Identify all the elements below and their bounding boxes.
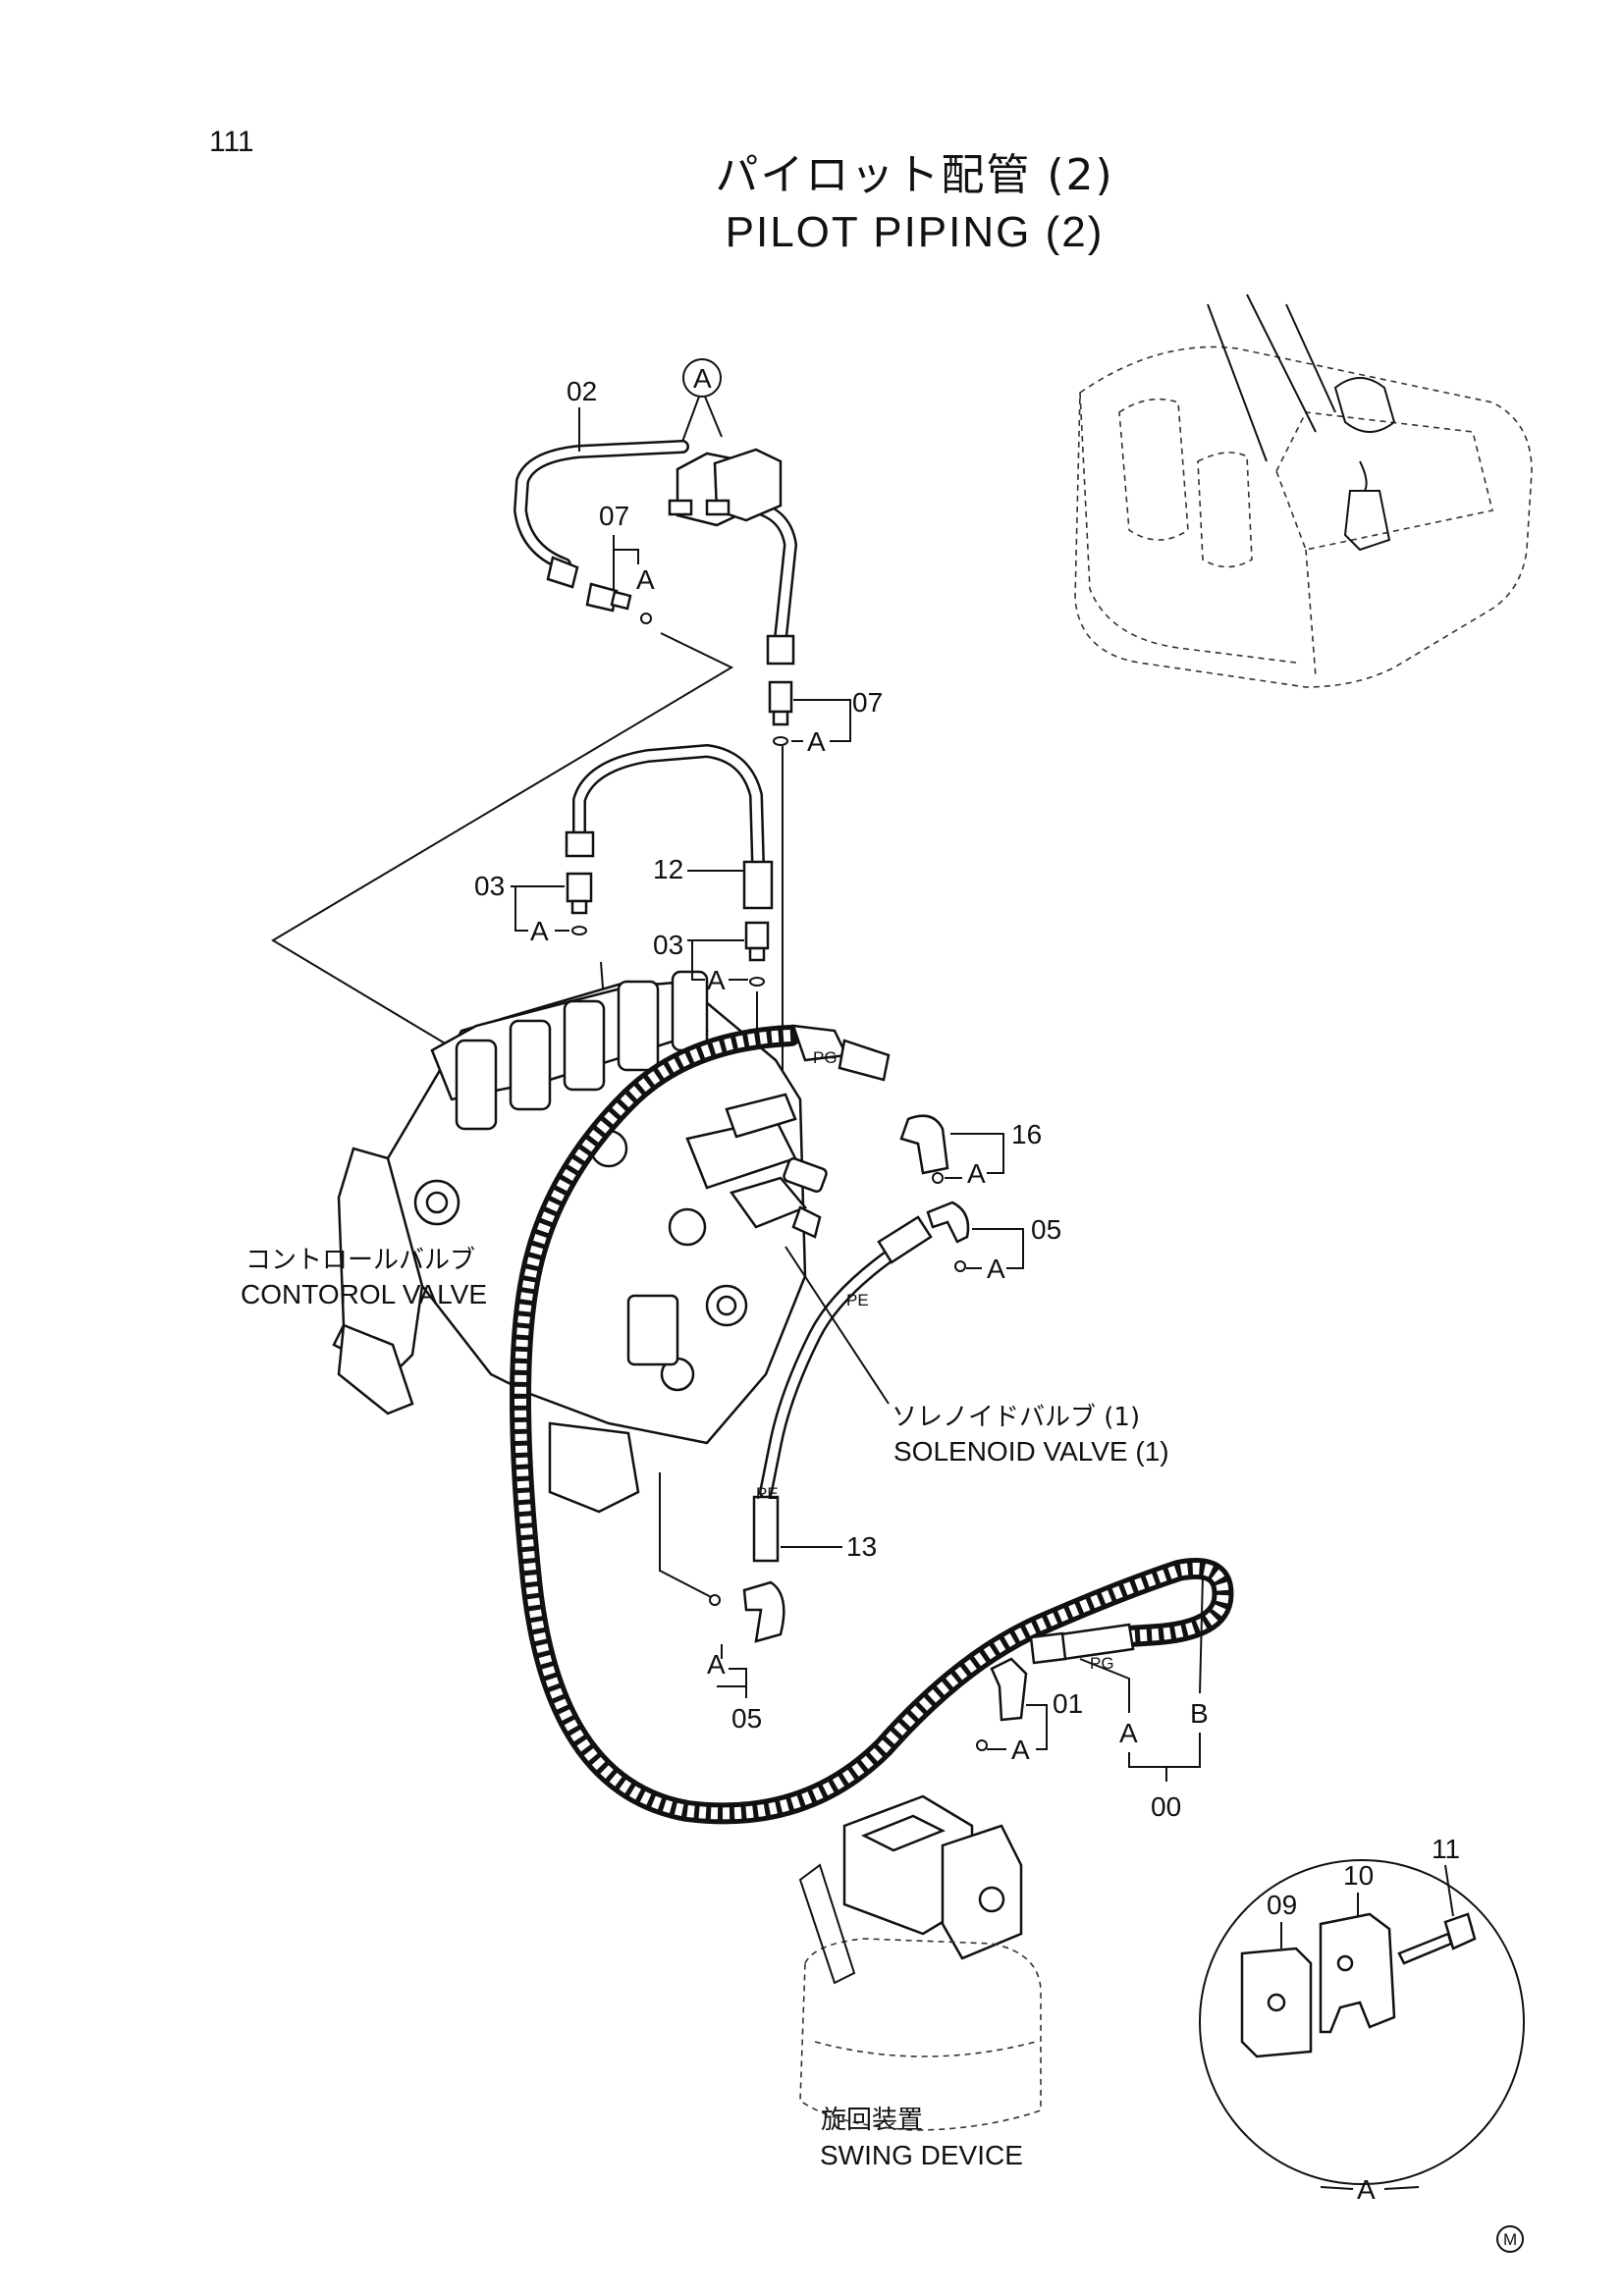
control-valve <box>332 970 807 1514</box>
port-pe-upper: PE <box>846 1291 869 1309</box>
callout-labels: A 02 07 A 07 A 03 A 12 03 A 16 A 05 A 13… <box>474 358 1460 2205</box>
swing-device <box>798 1794 1042 2131</box>
swing-device-label-ja: 旋回装置 <box>821 2106 923 2135</box>
title-japanese: パイロット配管 (2) <box>715 150 1114 200</box>
corner-mark: M <box>1496 2225 1524 2253</box>
callout-a1: A <box>636 564 655 595</box>
callout-a10: A <box>1357 2174 1376 2205</box>
callout-a7: A <box>707 1649 726 1680</box>
adapter-03-left <box>566 872 593 935</box>
port-labels: PG PE PE PG <box>756 1048 1114 1673</box>
callout-a2: A <box>807 726 826 757</box>
callout-a3: A <box>530 916 549 946</box>
callout-09: 09 <box>1267 1890 1297 1920</box>
callout-07b: 07 <box>852 687 883 718</box>
callout-16: 16 <box>1011 1119 1042 1149</box>
adapter-03-right <box>744 921 770 987</box>
callout-03b: 03 <box>653 930 683 960</box>
callout-a-circle: A <box>693 363 712 394</box>
callout-01: 01 <box>1053 1688 1083 1719</box>
callout-a9: A <box>1119 1718 1138 1748</box>
callout-a8: A <box>1011 1735 1030 1765</box>
clamp-assembly-a <box>668 448 783 527</box>
detail-view-a <box>1199 1859 1525 2185</box>
callout-00: 00 <box>1151 1791 1181 1822</box>
callout-12: 12 <box>653 854 683 884</box>
excavator-overview <box>1074 294 1533 688</box>
control-valve-label-ja: コントロールバルブ <box>245 1246 475 1275</box>
pipe-end-nut-right <box>766 634 795 666</box>
component-labels: コントロールバルブ CONTOROL VALVE ソレノイドバルブ (1) SO… <box>241 1246 1169 2170</box>
callout-a5: A <box>967 1158 986 1189</box>
callout-07a: 07 <box>599 501 629 531</box>
port-pg-lower: PG <box>1090 1654 1114 1673</box>
hose-assembly-00 <box>510 1024 1234 1825</box>
callout-a4: A <box>707 965 726 995</box>
elbow-05-lower <box>709 1580 785 1643</box>
pilot-pipe-12 <box>565 744 774 910</box>
page-number: 111 <box>209 126 254 158</box>
callout-05a: 05 <box>1031 1214 1061 1245</box>
elbow-16 <box>899 1114 949 1184</box>
callout-11: 11 <box>1432 1834 1460 1864</box>
control-valve-label-en: CONTOROL VALVE <box>241 1279 487 1309</box>
solenoid-valve <box>729 1157 828 1239</box>
port-pg-upper: PG <box>813 1048 838 1067</box>
title-english: PILOT PIPING (2) <box>725 208 1105 256</box>
solenoid-valve-label-en: SOLENOID VALVE (1) <box>893 1436 1169 1467</box>
callout-03a: 03 <box>474 871 505 901</box>
callout-b1: B <box>1190 1698 1209 1729</box>
callout-13: 13 <box>846 1531 877 1562</box>
page-title: パイロット配管 (2) PILOT PIPING (2) <box>0 147 1623 261</box>
callout-05b: 05 <box>731 1703 762 1734</box>
elbow-05-right <box>926 1201 970 1272</box>
elbow-01 <box>976 1657 1028 1751</box>
pipe-end-nut-left <box>546 556 579 589</box>
pilot-pipe-13 <box>752 1215 933 1563</box>
callout-10: 10 <box>1343 1860 1374 1891</box>
callout-02: 02 <box>567 376 597 406</box>
port-pe-lower: PE <box>756 1484 779 1503</box>
swing-device-label-en: SWING DEVICE <box>820 2140 1023 2170</box>
corner-mark-letter: M <box>1503 2230 1517 2249</box>
adapter-07-upper-right <box>768 680 793 746</box>
callout-a6: A <box>987 1254 1005 1284</box>
solenoid-valve-label-ja: ソレノイドバルブ (1) <box>892 1403 1140 1432</box>
adapter-07-upper-left <box>585 582 652 624</box>
